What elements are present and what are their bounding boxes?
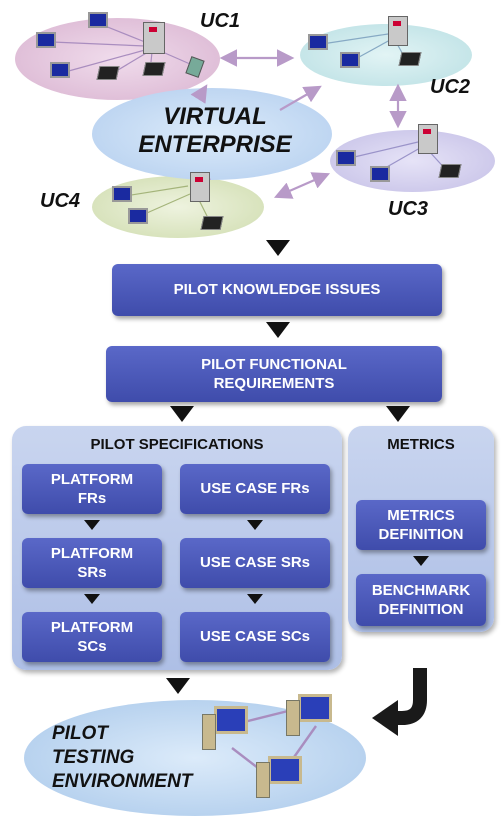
platform-srs-line2: SRs [77,564,107,581]
use-case-scs-label: USE CASE SCs [199,628,311,646]
desktop-icon [370,166,390,182]
use-case-srs-label: USE CASE SRs [199,554,311,572]
platform-frs-line1: PLATFORM [50,470,134,488]
desktop-icon [268,756,302,784]
uc3-label: UC3 [388,198,429,220]
down-arrow [413,556,429,566]
use-case-frs-box: USE CASE FRs [180,464,330,514]
use-case-frs-label: USE CASE FRs [200,480,310,498]
uc4-label: UC4 [40,190,81,212]
down-arrow [247,594,263,604]
use-case-scs-box: USE CASE SCs [180,612,330,662]
server-icon [286,700,300,736]
knowledge-issues-label: PILOT KNOWLEDGE ISSUES [173,281,381,299]
desktop-icon [50,62,70,78]
benchmark-definition-line1: BENCHMARK [371,581,471,599]
server-icon [256,762,270,798]
testing-environment-line3: ENVIRONMENT [52,770,193,792]
specifications-title: PILOT SPECIFICATIONS [90,436,264,453]
knowledge-issues-box: PILOT KNOWLEDGE ISSUES [112,264,442,316]
down-arrow [166,678,190,694]
platform-frs-box: PLATFORM FRs [22,464,162,514]
functional-requirements-line2: REQUIREMENTS [213,375,335,392]
desktop-icon [36,32,56,48]
desktop-icon [336,150,356,166]
down-arrow [266,322,290,338]
platform-frs-line2: FRs [77,490,107,507]
platform-scs-box: PLATFORM SCs [22,612,162,662]
testing-environment-label: PILOT TESTING ENVIRONMENT [52,722,192,793]
server-icon [202,714,216,750]
down-arrow [84,594,100,604]
functional-requirements-line1: PILOT FUNCTIONAL [201,355,347,373]
down-arrow [247,520,263,530]
uc1-cluster [15,18,220,100]
down-arrow [170,406,194,422]
desktop-icon [298,694,332,722]
server-icon [190,172,210,202]
desktop-icon [214,706,248,734]
uc3-cluster [330,130,495,192]
benchmark-definition-box: BENCHMARK DEFINITION [356,574,486,626]
functional-requirements-box: PILOT FUNCTIONAL REQUIREMENTS [106,346,442,402]
metrics-definition-box: METRICS DEFINITION [356,500,486,550]
uc1-label: UC1 [200,10,241,32]
platform-srs-line1: PLATFORM [50,544,134,562]
testing-environment-line1: PILOT [52,723,108,744]
metrics-definition-line1: METRICS [387,506,455,524]
testing-environment-line2: TESTING [52,746,135,768]
desktop-icon [128,208,148,224]
desktop-icon [308,34,328,50]
uc2-label: UC2 [430,76,471,98]
down-arrow [84,520,100,530]
server-icon [143,22,165,54]
server-icon [418,124,438,154]
down-arrow [266,240,290,256]
desktop-icon [88,12,108,28]
platform-srs-box: PLATFORM SRs [22,538,162,588]
use-case-srs-box: USE CASE SRs [180,538,330,588]
metrics-title: METRICS [387,436,455,453]
metrics-definition-line2: DEFINITION [378,526,464,543]
virtual-enterprise-label: VIRTUAL ENTERPRISE [120,103,310,158]
platform-scs-line1: PLATFORM [50,618,134,636]
benchmark-definition-line2: DEFINITION [378,601,464,618]
platform-scs-line2: SCs [77,638,107,655]
down-arrow [386,406,410,422]
virtual-enterprise-line2: ENTERPRISE [138,130,292,158]
desktop-icon [340,52,360,68]
server-icon [388,16,408,46]
desktop-icon [112,186,132,202]
virtual-enterprise-line1: VIRTUAL [163,103,267,130]
